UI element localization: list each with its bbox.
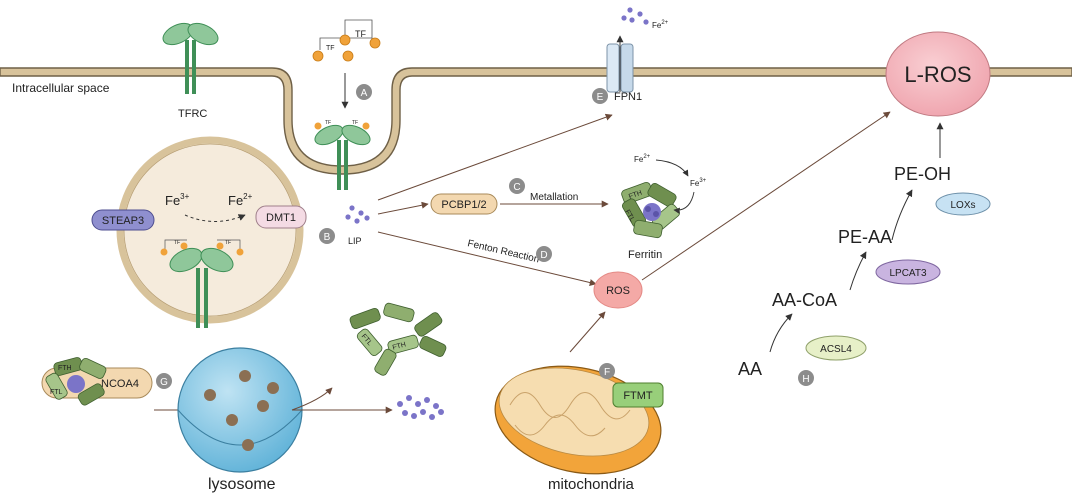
svg-text:H: H xyxy=(802,374,809,385)
aa-label: AA xyxy=(738,359,762,379)
arrow-lysosome-to-ferritin-fragments xyxy=(291,387,333,411)
svg-text:STEAP3: STEAP3 xyxy=(102,215,144,227)
tfrc-receptor xyxy=(162,22,219,94)
arrow-lip-to-pcbp xyxy=(377,201,429,215)
acsl4-box: ACSL4 xyxy=(805,335,867,361)
plasma-membrane xyxy=(0,67,1072,175)
peaa-label: PE-AA xyxy=(838,227,892,247)
lros-ellipse: L-ROS xyxy=(885,31,991,117)
pcbp-box: PCBP1/2 xyxy=(430,193,498,215)
lysosome-label: lysosome xyxy=(208,476,276,493)
lysosome xyxy=(177,347,303,473)
badge-h: H xyxy=(798,370,814,386)
fenton-label: Fenton Reaction xyxy=(466,238,540,265)
svg-text:FTH: FTH xyxy=(392,341,407,351)
svg-text:D: D xyxy=(540,250,547,261)
svg-text:C: C xyxy=(513,182,520,193)
svg-text:LPCAT3: LPCAT3 xyxy=(889,268,926,279)
exported-fe2-label: Fe2+ xyxy=(652,20,669,30)
tfrc-label: TFRC xyxy=(178,108,207,120)
released-iron xyxy=(397,395,444,420)
badge-c: C xyxy=(509,178,525,194)
svg-text:DMT1: DMT1 xyxy=(266,212,296,224)
svg-text:PCBP1/2: PCBP1/2 xyxy=(441,199,486,211)
tf-fe-complex: TF TF xyxy=(312,19,381,62)
oxidation-arrow xyxy=(655,159,689,177)
ferritin-complex: FTH FTL xyxy=(621,182,680,239)
ftmt-box: FTMT xyxy=(612,382,664,408)
svg-text:TF: TF xyxy=(352,120,358,126)
fpn1-channel xyxy=(606,35,634,93)
svg-text:TF: TF xyxy=(174,240,180,246)
lip-label: LIP xyxy=(348,236,362,246)
peoh-label: PE-OH xyxy=(894,164,951,184)
badge-b: B xyxy=(319,228,335,244)
fpn1-label: FPN1 xyxy=(614,91,642,103)
ros-ellipse: ROS xyxy=(593,271,643,309)
metallation-label: Metallation xyxy=(530,192,578,203)
steap3-box: STEAP3 xyxy=(91,209,155,231)
ferritin-fe3-label: Fe3+ xyxy=(690,178,707,188)
tf-label-top: TF xyxy=(355,29,366,39)
fe3-label: Fe3+ xyxy=(165,192,190,208)
svg-text:L-ROS: L-ROS xyxy=(904,62,971,87)
arrow-peaa-to-peoh xyxy=(891,189,913,241)
ncoa4-complex: NCOA4 FTH FTL xyxy=(41,357,153,406)
tf-label-left: TF xyxy=(326,45,335,52)
badge-e: E xyxy=(592,88,608,104)
badge-f: F xyxy=(599,363,615,379)
svg-text:NCOA4: NCOA4 xyxy=(101,378,139,390)
svg-text:E: E xyxy=(597,92,604,103)
arrow-aa-to-aacoa xyxy=(769,313,793,353)
tfrc-in-endosome: TF TF xyxy=(160,239,244,328)
exported-iron xyxy=(621,7,649,25)
dmt1-box: DMT1 xyxy=(255,205,307,229)
storage-arrow xyxy=(673,191,695,214)
reduction-arrow xyxy=(184,214,246,222)
svg-text:A: A xyxy=(361,88,368,99)
svg-text:FTL: FTL xyxy=(50,389,63,396)
badge-d: D xyxy=(536,246,552,262)
ferritin-label: Ferritin xyxy=(628,249,662,261)
svg-text:LOXs: LOXs xyxy=(950,200,975,211)
ferritin-fragments: FTL FTH xyxy=(349,302,447,376)
svg-text:ROS: ROS xyxy=(606,285,630,297)
arrow-lip-to-ros xyxy=(377,231,597,286)
mitochondria-label: mitochondria xyxy=(548,476,635,493)
svg-text:ACSL4: ACSL4 xyxy=(820,344,852,355)
arrow-aacoa-to-peaa xyxy=(849,251,867,291)
svg-text:B: B xyxy=(324,232,331,243)
aacoa-label: AA-CoA xyxy=(772,290,837,310)
arrow-lip-to-fpn1 xyxy=(377,113,613,201)
badge-g: G xyxy=(156,373,172,389)
svg-text:FTMT: FTMT xyxy=(623,390,653,402)
svg-text:TF: TF xyxy=(225,240,231,246)
tfrc-in-pit: TF TF xyxy=(314,120,371,190)
lpcat3-box: LPCAT3 xyxy=(875,259,941,285)
lip-iron-pool xyxy=(345,205,370,224)
badge-a: A xyxy=(356,84,372,100)
arrow-mito-to-ros xyxy=(569,311,606,353)
svg-text:FTH: FTH xyxy=(628,190,643,201)
fe2-label: Fe2+ xyxy=(228,192,253,208)
intracellular-space-label: Intracellular space xyxy=(12,81,110,95)
loxs-box: LOXs xyxy=(935,192,991,216)
svg-text:FTH: FTH xyxy=(58,365,72,372)
svg-text:G: G xyxy=(160,377,168,388)
ferritin-fe2-label: Fe2+ xyxy=(634,154,651,164)
mitochondrion xyxy=(494,365,662,475)
svg-text:TF: TF xyxy=(325,120,331,126)
arrow-ros-to-lros xyxy=(641,111,891,281)
svg-text:F: F xyxy=(604,367,610,378)
